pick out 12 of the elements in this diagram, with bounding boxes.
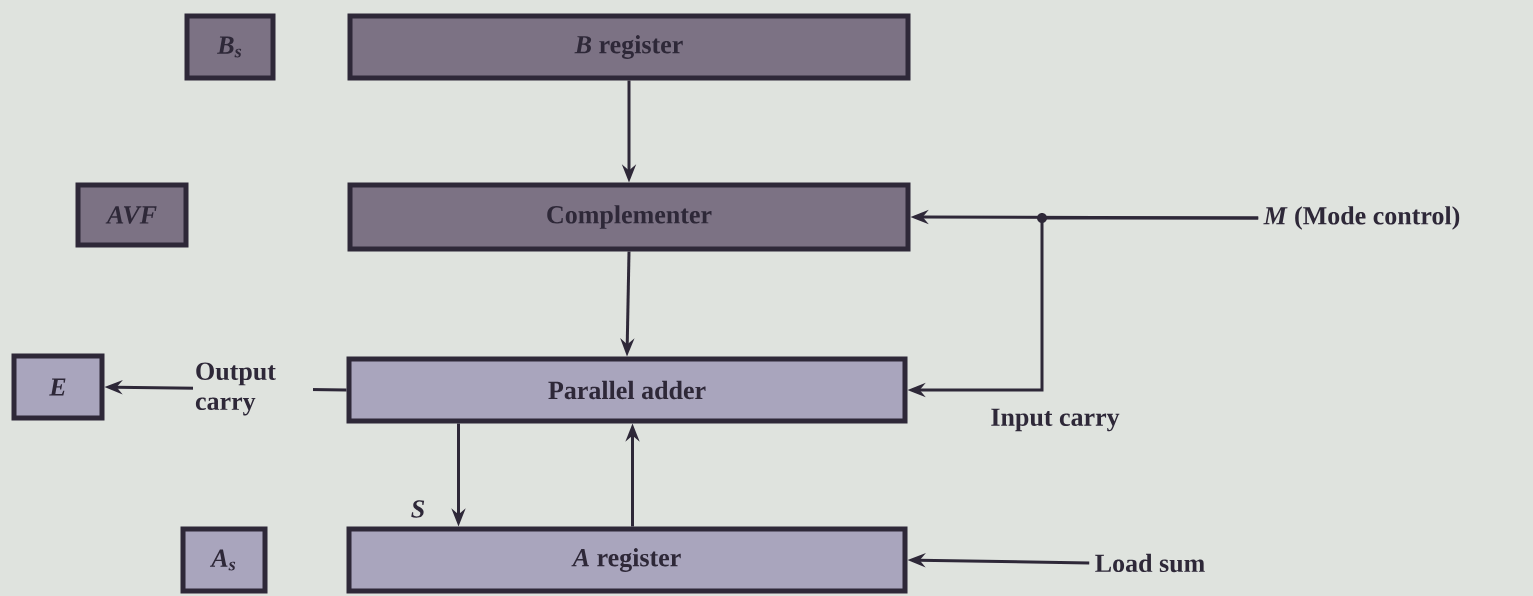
register-box: AVF <box>75 182 189 248</box>
register-box: E <box>11 353 105 421</box>
register-box: Parallel adder <box>346 356 908 424</box>
edge-label: Input carry <box>988 406 1122 434</box>
edge-label: Output carry <box>193 360 313 418</box>
register-box: Complementer <box>347 182 911 252</box>
register-box: B register <box>347 13 911 81</box>
signal-label: Load sum <box>1095 553 1205 573</box>
register-box: A$_{s}$ <box>180 526 268 594</box>
register-box: B$_{s}$ <box>184 13 276 81</box>
register-box: A register <box>346 526 908 594</box>
signal-label: M (Mode control) <box>1263 206 1460 230</box>
